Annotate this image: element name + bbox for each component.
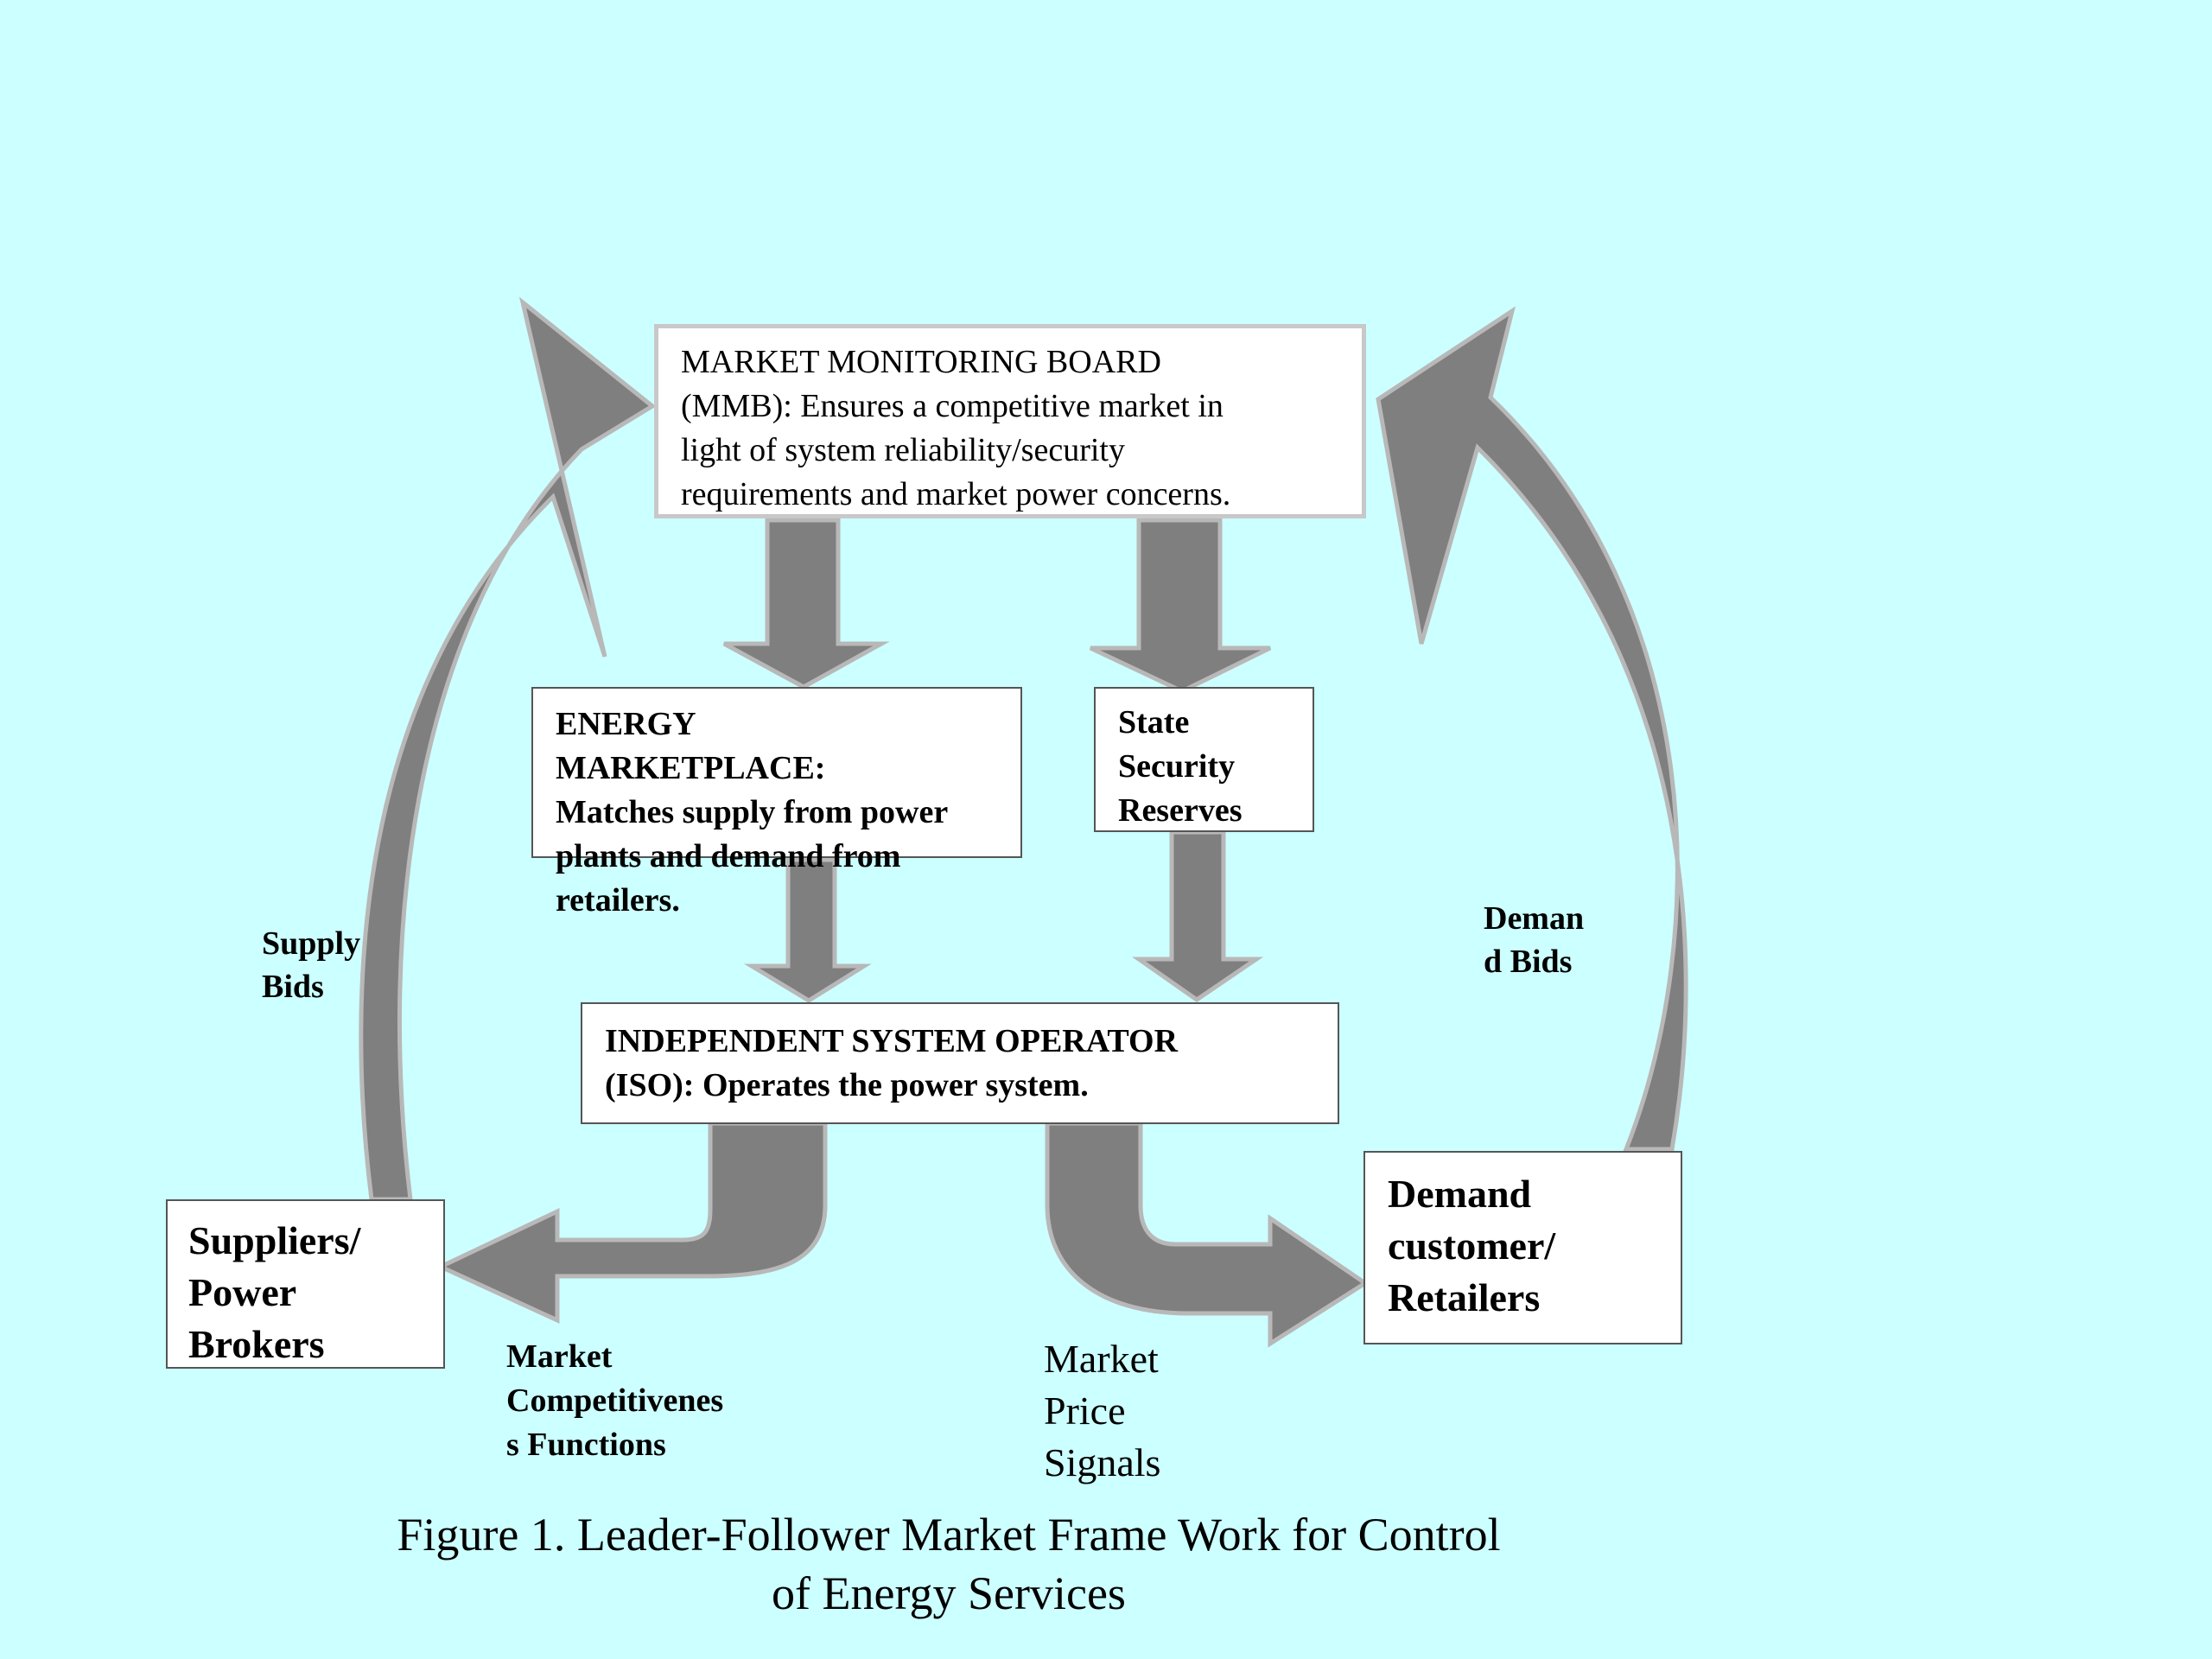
marketplace-text-line-3: Matches supply from power (556, 794, 949, 830)
mmb-text-line-4: requirements and market power concerns. (681, 476, 1231, 512)
market-price-signals-label: Market Price Signals (1044, 1337, 1161, 1484)
iso-text-line-1: INDEPENDENT SYSTEM OPERATOR (605, 1023, 1179, 1059)
figure-caption: Figure 1. Leader-Follower Market Frame W… (0, 1505, 1897, 1623)
marketplace-text-line-4: plants and demand from (556, 838, 901, 874)
market-competitiveness-label: Market Competitivenes s Functions (506, 1338, 724, 1463)
demand-bids-arrow (1376, 306, 1688, 1152)
mmb-to-reserves-arrow (1089, 518, 1272, 694)
suppliers-text-line-2: Power (188, 1270, 297, 1314)
demand-text-line-1: Demand (1388, 1172, 1532, 1216)
suppliers-box: Suppliers/ Power Brokers (166, 1199, 445, 1369)
demand-bids-label: Deman d Bids (1484, 900, 1585, 980)
iso-to-suppliers-arrow (435, 1121, 828, 1324)
demand-box: Demand customer/ Retailers (1363, 1151, 1682, 1344)
demand-text-line-2: customer/ (1388, 1224, 1556, 1268)
iso-text-line-2: (ISO): Operates the power system. (605, 1067, 1089, 1103)
marketplace-text-line-2: MARKETPLACE: (556, 750, 826, 786)
mmb-box: MARKET MONITORING BOARD (MMB): Ensures a… (654, 324, 1366, 518)
mmb-text-line-3: light of system reliability/security (681, 432, 1125, 468)
iso-box: INDEPENDENT SYSTEM OPERATOR (ISO): Opera… (581, 1002, 1339, 1124)
state-security-reserves-box: State Security Reserves (1094, 687, 1314, 832)
suppliers-text-line-3: Brokers (188, 1322, 325, 1366)
reserves-text-line-1: State (1118, 704, 1190, 741)
reserves-text-line-2: Security (1118, 748, 1236, 785)
caption-line-2: of Energy Services (772, 1567, 1126, 1619)
mmb-text-line-2: (MMB): Ensures a competitive market in (681, 388, 1224, 424)
reserves-to-iso-arrow (1132, 830, 1264, 1003)
marketplace-text-line-5: retailers. (556, 882, 680, 918)
iso-to-demand-arrow (1045, 1121, 1370, 1348)
mmb-text-line-1: MARKET MONITORING BOARD (681, 344, 1161, 380)
caption-line-1: Figure 1. Leader-Follower Market Frame W… (397, 1509, 1501, 1560)
demand-text-line-3: Retailers (1388, 1275, 1541, 1319)
suppliers-text-line-1: Suppliers/ (188, 1218, 361, 1262)
marketplace-text-line-1: ENERGY (556, 706, 696, 742)
mmb-to-marketplace-arrow (722, 518, 890, 690)
supply-bids-arrow (359, 296, 657, 1202)
energy-marketplace-box: ENERGY MARKETPLACE: Matches supply from … (531, 687, 1022, 918)
supply-bids-label: Supply Bids (262, 925, 361, 1005)
marketplace-to-iso-arrow (744, 857, 872, 1003)
reserves-text-line-3: Reserves (1118, 792, 1243, 829)
